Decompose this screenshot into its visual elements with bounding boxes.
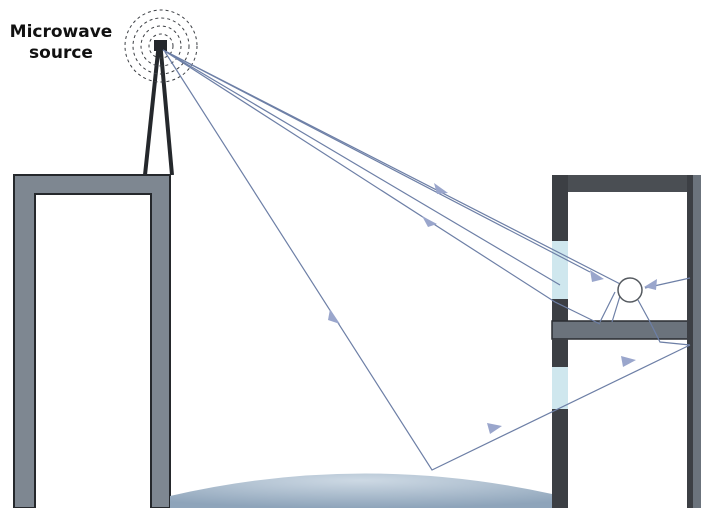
ray-paths [162,49,691,471]
direct-ray-2 [162,49,591,273]
arrow-7 [644,279,657,290]
microwave-source-label: Microwave source [4,22,118,64]
arrow-1 [434,183,448,194]
receiver-lead-3 [637,299,691,346]
left-building [13,174,171,508]
ray-arrows [328,183,657,434]
arrow-6 [590,270,604,282]
receiver-lead-2 [611,295,621,323]
antenna-tower [143,50,174,176]
microwave-source-icon [154,40,167,51]
label-line-2: source [29,43,93,63]
window-lower [552,367,568,409]
reflected-ray-left [164,51,691,471]
receiver-lead-1 [599,291,616,323]
wave-emission-icon [124,9,198,83]
receiver-sphere-icon [617,277,643,303]
arrow-3 [328,309,340,324]
arrow-4 [487,423,502,434]
ground-surface [170,473,552,508]
direct-ray-4 [162,49,601,325]
arrow-2 [422,216,437,227]
right-building [551,175,701,508]
direct-ray-3 [162,49,561,286]
label-line-1: Microwave [9,22,113,42]
arrow-5 [621,356,636,367]
